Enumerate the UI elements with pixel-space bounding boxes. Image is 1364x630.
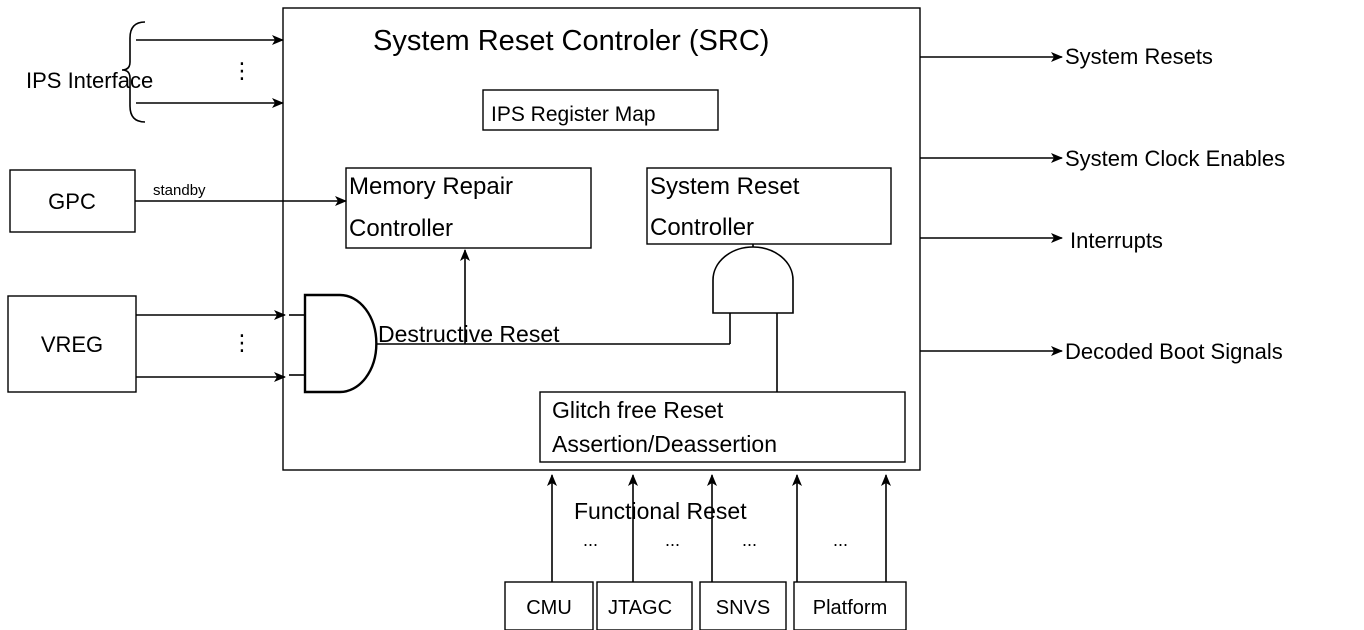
- system-reset-ctrl-box: [646, 167, 892, 245]
- memory-repair-label-2: Controller: [349, 215, 453, 242]
- ellipsis-4: ...: [833, 530, 848, 550]
- gpc-label: GPC: [48, 189, 96, 214]
- vreg-vdots: ⋮: [231, 330, 253, 355]
- destructive-reset-label: Destructive Reset: [378, 321, 560, 347]
- system-reset-ctrl-label-2: Controller: [650, 214, 754, 241]
- ellipsis-3: ...: [742, 530, 757, 550]
- gpc-box: [9, 169, 136, 233]
- memory-repair-box: [345, 167, 592, 249]
- output-label-system-resets: System Resets: [1065, 44, 1213, 69]
- memory-repair-label-1: Memory Repair: [349, 173, 513, 200]
- source-box-snvs: [699, 581, 787, 630]
- glitch-free-box: [539, 391, 906, 463]
- source-box-jtagc: [596, 581, 693, 630]
- system-reset-ctrl-label-1: System Reset: [650, 173, 800, 200]
- ips-vdots: ⋮: [231, 58, 253, 83]
- source-label-snvs: SNVS: [716, 597, 770, 619]
- output-label-boot-signals: Decoded Boot Signals: [1065, 339, 1283, 364]
- vreg-box: [7, 295, 137, 393]
- source-box-cmu: [504, 581, 594, 630]
- register-map-label: IPS Register Map: [491, 103, 656, 126]
- source-label-cmu: CMU: [526, 597, 572, 619]
- source-label-platform: Platform: [813, 597, 887, 619]
- glitch-free-label-2: Assertion/Deassertion: [552, 431, 777, 457]
- ips-brace: [121, 21, 146, 123]
- ellipsis-1: ...: [583, 530, 598, 550]
- and-gate-left: [303, 293, 378, 394]
- source-label-jtagc: JTAGC: [608, 597, 672, 619]
- register-map-box: [482, 89, 719, 131]
- source-box-platform: [793, 581, 907, 630]
- and-gate-upper: [712, 246, 794, 314]
- output-label-interrupts: Interrupts: [1070, 228, 1163, 253]
- standby-label: standby: [153, 182, 206, 199]
- vreg-label: VREG: [41, 332, 103, 357]
- glitch-free-label-1: Glitch free Reset: [552, 397, 724, 423]
- src-title: System Reset Controler (SRC): [373, 25, 769, 57]
- ellipsis-2: ...: [665, 530, 680, 550]
- functional-reset-label: Functional Reset: [574, 498, 747, 524]
- output-label-clock-enables: System Clock Enables: [1065, 146, 1285, 171]
- ips-interface-label: IPS Interface: [26, 68, 153, 93]
